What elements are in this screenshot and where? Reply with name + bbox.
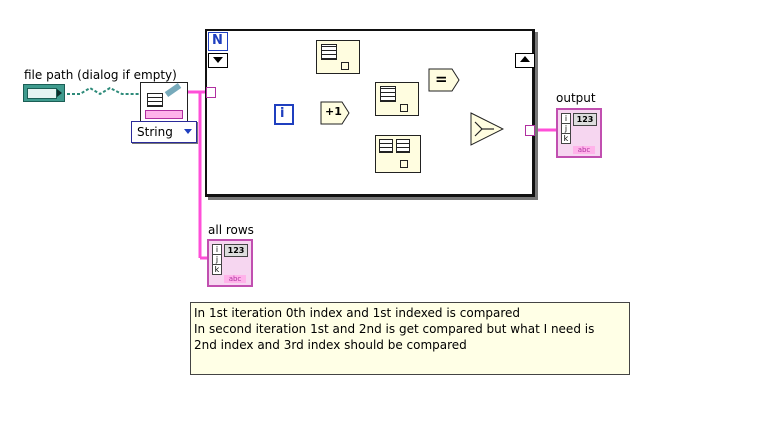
shift-register-left[interactable] [208, 53, 228, 68]
all-rows-array-indicator[interactable]: i j k 123 abc [207, 239, 253, 287]
output-abc: abc [573, 146, 595, 154]
all-rows-abc: abc [224, 275, 246, 283]
up-arrow-icon [520, 56, 530, 62]
comment-line-2: In second iteration 1st and 2nd is get c… [194, 322, 595, 336]
spreadsheet-grid-icon [147, 93, 163, 107]
increment-label: +1 [325, 105, 342, 118]
index-array-top[interactable] [316, 40, 360, 74]
comment-box[interactable]: In 1st iteration 0th index and 1st index… [190, 302, 630, 375]
equal-shape [428, 68, 460, 92]
comment-line-3: 2nd index and 3rd index should be compar… [194, 338, 467, 352]
all-rows-label: all rows [208, 223, 254, 237]
all-rows-numeric: 123 [224, 244, 248, 257]
array-grid-icon [321, 44, 337, 60]
output-tunnel[interactable] [525, 125, 535, 136]
index-output-icon [400, 160, 408, 168]
output-index-k: k [561, 133, 571, 144]
increment-shape [320, 101, 350, 125]
array-grid-icon [396, 139, 410, 153]
array-grid-icon [380, 86, 396, 102]
increment-node[interactable]: +1 [320, 101, 350, 125]
iteration-terminal[interactable]: i [274, 104, 294, 125]
path-icon [27, 88, 57, 99]
index-output-icon [341, 62, 349, 70]
type-selector[interactable]: String [131, 121, 197, 143]
file-path-label: file path (dialog if empty) [24, 68, 177, 82]
path-wire [62, 86, 140, 96]
comment-line-1: In 1st iteration 0th index and 1st index… [194, 306, 521, 320]
down-arrow-icon [213, 57, 223, 63]
output-label: output [556, 91, 596, 105]
index-strip-icon [145, 110, 183, 119]
file-path-control[interactable] [23, 84, 65, 102]
output-numeric: 123 [573, 113, 597, 126]
index-array-bottom[interactable] [375, 135, 421, 173]
index-array-middle[interactable] [375, 82, 419, 116]
arrow-right-icon [57, 89, 62, 97]
read-spreadsheet-file-node[interactable] [140, 82, 188, 122]
select-node[interactable] [470, 112, 504, 146]
input-tunnel[interactable] [206, 87, 216, 98]
select-shape [470, 112, 504, 146]
all-rows-index-k: k [212, 264, 222, 275]
pencil-icon [164, 82, 182, 98]
output-array-indicator[interactable]: i j k 123 abc [556, 108, 602, 158]
iteration-terminal-label: i [280, 106, 285, 121]
array-grid-icon [379, 139, 393, 153]
equal-label: = [435, 70, 448, 88]
count-terminal[interactable]: N [208, 32, 228, 51]
count-terminal-label: N [212, 33, 223, 48]
shift-register-right[interactable] [515, 53, 535, 68]
index-output-icon [400, 104, 408, 112]
type-selector-label: String [137, 125, 173, 139]
dropdown-arrow-icon [184, 129, 192, 134]
equal-node[interactable]: = [428, 68, 460, 92]
for-loop-structure[interactable] [205, 29, 535, 197]
